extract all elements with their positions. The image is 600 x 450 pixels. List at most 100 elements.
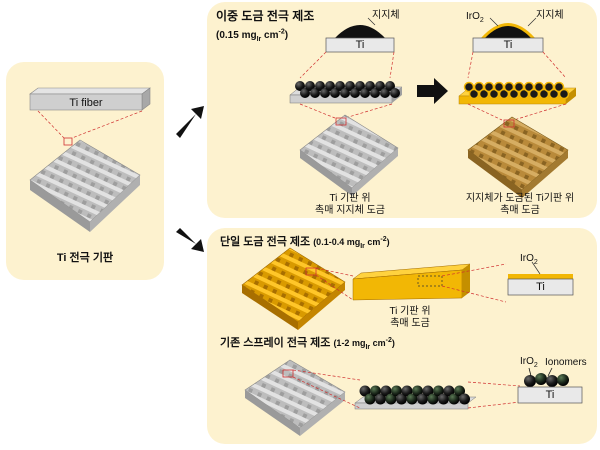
ti-label-top-right: Ti: [503, 39, 513, 51]
coated-particle: [543, 81, 555, 93]
coated-particle: [473, 81, 485, 93]
cross-section-single: [507, 274, 574, 296]
support-particle: [320, 88, 330, 98]
dashed-zoom-lines-top-right: [467, 51, 567, 121]
support-particle: [390, 88, 400, 98]
top-panel-title: 이중 도금 전극 제조: [216, 9, 315, 23]
gold-coated-fiber-bar: [352, 263, 471, 301]
support-particle: [365, 81, 375, 91]
caption-top-left-line1: Ti 기판 위: [329, 193, 371, 204]
support-particle: [385, 81, 395, 91]
iro2-label-single: IrO2: [520, 253, 538, 266]
cross-section-support: [325, 25, 395, 53]
spray-particle: [454, 385, 465, 397]
spray-particle: [370, 385, 381, 397]
spray-particle: [375, 393, 386, 405]
spray-particle: [412, 385, 423, 397]
coated-particle: [523, 81, 535, 93]
support-particle: [355, 81, 365, 91]
caption-top-left-line2: 촉매 지지체 도금: [315, 205, 385, 216]
spray-particle: [406, 393, 418, 405]
support-particle: [335, 81, 345, 91]
ti-label-spray: Ti: [545, 389, 555, 401]
ionomer-catalyst-particles: [359, 385, 470, 405]
ti-label-top-left: Ti: [355, 39, 365, 51]
gold-fiber-mesh: [241, 247, 346, 330]
spray-particle: [380, 385, 392, 397]
spray-particle: [396, 393, 407, 405]
caption-single-line1: Ti 기판 위: [389, 306, 431, 317]
coated-particle: [548, 88, 560, 100]
caption-top-right-line1: 지지체가 도금된 Ti기판 위: [465, 193, 575, 204]
iro2-label-top: IrO2: [466, 11, 484, 24]
support-particle: [360, 88, 370, 98]
ti-label-single: Ti: [536, 281, 545, 293]
spray-particle: [385, 393, 397, 405]
coated-particle: [513, 81, 525, 93]
coated-particle: [533, 81, 545, 93]
iro2-coated-particles: [463, 81, 570, 100]
support-particle: [315, 81, 325, 91]
brown-fiber-mesh-top: [467, 116, 569, 198]
cross-section-spray: [517, 367, 583, 404]
coated-particle: [518, 88, 530, 100]
spray-particle: [459, 393, 470, 405]
coated-particle: [498, 88, 510, 100]
iro2-label-spray: IrO2: [520, 356, 538, 369]
ti-fiber-label: Ti fiber: [69, 97, 103, 109]
dashed-zoom-lines-left: [37, 110, 143, 139]
support-particle: [380, 88, 390, 98]
spray-particle: [359, 385, 371, 397]
support-particle: [305, 81, 315, 91]
spray-particle: [438, 393, 449, 405]
support-particle: [375, 81, 385, 91]
spray-particle: [391, 385, 402, 397]
support-particle: [325, 81, 335, 91]
gray-fiber-mesh-bottom: [244, 359, 346, 436]
process-arrow-top: [417, 78, 448, 104]
support-particle: [330, 88, 340, 98]
single-title: 단일 도금 전극 제조 (0.1-0.4 mgIr cm-2): [220, 236, 390, 250]
spray-particle: [427, 393, 439, 405]
spray-particle: [417, 393, 428, 405]
dashed-zoom-lines-bottom: [315, 263, 507, 303]
spray-title: 기존 스프레이 전극 제조 (1-2 mgIr cm-2): [220, 337, 395, 351]
coated-particle: [478, 88, 490, 100]
arrow-to-top-panel: [176, 106, 204, 138]
coated-particle: [493, 81, 505, 93]
coated-particle: [463, 81, 475, 93]
top-panel-loading: (0.15 mgIr cm-2): [216, 28, 289, 43]
ionomer-label: Ionomers: [545, 357, 587, 368]
spray-particle: [401, 385, 413, 397]
black-support-particles: [295, 81, 400, 98]
support-particle: [295, 81, 305, 91]
support-particle: [370, 88, 380, 98]
coated-particle: [508, 88, 520, 100]
gray-fiber-mesh-left: [29, 139, 141, 232]
arrow-to-bottom-panel: [176, 228, 204, 252]
dashed-zoom-lines-spray: [292, 369, 521, 409]
support-particle: [345, 81, 355, 91]
coated-particle: [483, 81, 495, 93]
support-particle: [300, 88, 310, 98]
spray-particle: [433, 385, 444, 397]
caption-top-right-line2: 촉매 도금: [500, 205, 540, 216]
spray-particle: [443, 385, 455, 397]
spray-particle: [448, 393, 460, 405]
label-leader-lines: [367, 17, 541, 275]
support-label-left: 지지체: [372, 10, 400, 21]
left-panel-caption: Ti 전극 기판: [56, 252, 114, 264]
support-particle: [340, 88, 350, 98]
coated-particle: [558, 88, 570, 100]
coated-particle: [468, 88, 480, 100]
spray-particle: [364, 393, 376, 405]
coated-particle: [528, 88, 540, 100]
coated-particle: [538, 88, 550, 100]
support-particle: [350, 88, 360, 98]
coated-particle: [553, 81, 565, 93]
gray-fiber-mesh-top: [299, 114, 399, 196]
cross-section-iro2-support: [472, 23, 544, 53]
caption-single-line2: 촉매 도금: [390, 318, 430, 329]
coated-particle: [503, 81, 515, 93]
